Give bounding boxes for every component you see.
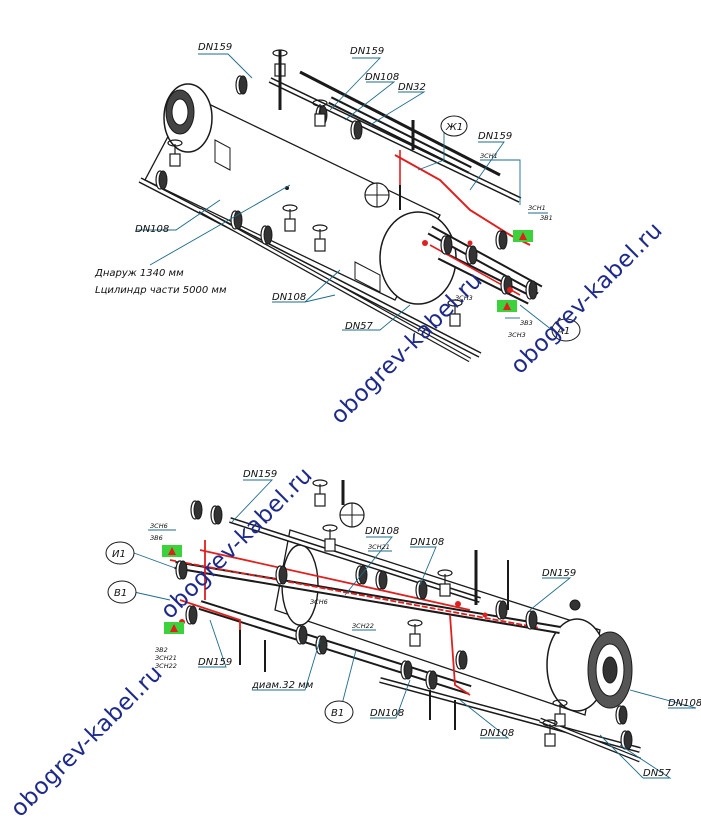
tag-zsn22: ЗСН22 xyxy=(155,662,177,670)
label-dn159: DN159 xyxy=(350,46,384,57)
bottom-labels: DN159 DN108 DN108 DN159 DN159 диам.32 мм… xyxy=(105,469,701,779)
tag-zsn21: ЗСН21 xyxy=(155,654,177,662)
label-dn108: DN108 xyxy=(365,526,399,537)
top-leaders xyxy=(136,53,553,331)
label-dn108: DN108 xyxy=(410,537,444,548)
tag-zsn22: ЗСН22 xyxy=(352,622,374,630)
label-dn32: DN32 xyxy=(398,82,426,93)
label-diameter-32: диам.32 мм xyxy=(251,680,314,691)
heat-trace-bottom xyxy=(169,559,541,629)
callout-bubble xyxy=(105,541,135,565)
tag-zsn6: ЗСН6 xyxy=(310,598,328,606)
bottom-leaders xyxy=(133,479,697,779)
label-dn57: DN57 xyxy=(643,768,672,779)
label-cylinder-length: Lцилиндр части 5000 мм xyxy=(95,285,227,296)
tag-zv2: ЗВ2 xyxy=(155,646,168,654)
label-dn159: DN159 xyxy=(198,42,232,53)
tag-zsn3: ЗСН3 xyxy=(455,294,473,302)
tag-zsn6: ЗСН6 xyxy=(150,522,168,530)
label-dn159: DN159 xyxy=(198,657,232,668)
callout-bubble xyxy=(107,580,137,604)
callout-zh1: Ж1 xyxy=(445,122,463,133)
callout-i1: И1 xyxy=(112,549,126,560)
label-dn159: DN159 xyxy=(542,568,576,579)
tag-zv3: ЗВ3 xyxy=(520,319,533,327)
callout-v1: В1 xyxy=(114,588,127,599)
label-dn108: DN108 xyxy=(668,698,701,709)
label-dn159: DN159 xyxy=(243,469,277,480)
callout-bubble xyxy=(324,700,354,724)
label-dn108: DN108 xyxy=(135,224,169,235)
bottom-assembly xyxy=(162,479,641,763)
callout-v1: В1 xyxy=(331,708,344,719)
top-assembly xyxy=(138,49,543,363)
label-dn108: DN108 xyxy=(370,708,404,719)
label-dn57: DN57 xyxy=(345,321,374,332)
tag-zsn1: ЗСН1 xyxy=(528,204,546,212)
callout-bubble xyxy=(440,115,468,137)
label-outer-diameter: Днаруж 1340 мм xyxy=(94,268,184,279)
top-labels: DN159 DN159 DN108 DN32 DN159 DN108 Днару… xyxy=(94,42,581,342)
label-dn159: DN159 xyxy=(478,131,512,142)
callout-bubble xyxy=(551,318,581,342)
tag-zsn1: ЗСН1 xyxy=(480,152,498,160)
tag-zv6: ЗВ6 xyxy=(150,534,163,542)
tag-zsn21: ЗСН21 xyxy=(368,543,390,551)
callout-a1: А1 xyxy=(556,326,570,337)
tag-zv1: ЗВ1 xyxy=(540,214,553,222)
watermark-text: obogrev-kabel.ru xyxy=(6,660,168,822)
label-dn108: DN108 xyxy=(365,72,399,83)
label-dn108: DN108 xyxy=(272,292,306,303)
label-dn108: DN108 xyxy=(480,728,514,739)
heat-trace-bottom xyxy=(199,549,471,611)
tag-zsn3: ЗСН3 xyxy=(508,331,526,339)
